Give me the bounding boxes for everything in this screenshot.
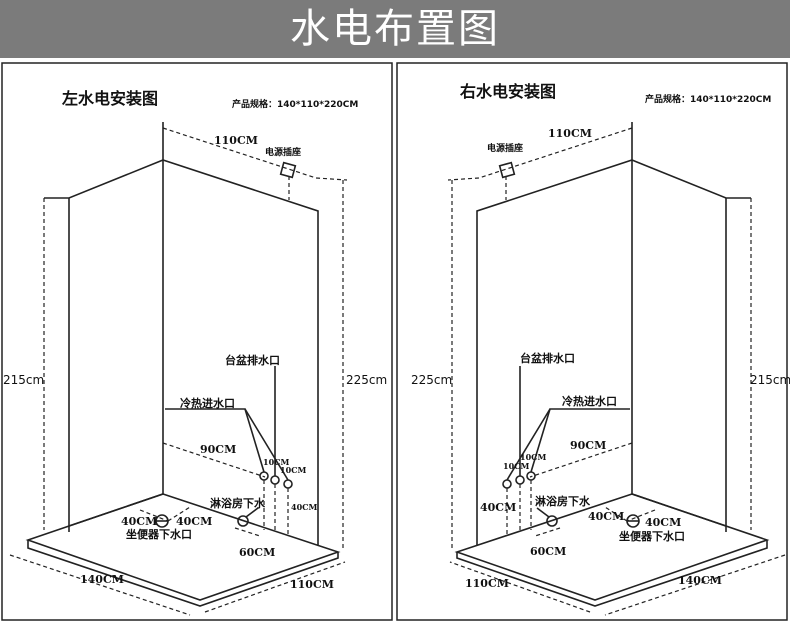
- right-inlet-height: 90CM: [570, 439, 606, 452]
- right-basin-drain: 台盆排水口: [520, 351, 575, 365]
- right-spec: 产品规格：140*110*220CM: [645, 93, 771, 105]
- left-basin-drain: 台盆排水口: [225, 353, 280, 367]
- right-shower-drain: 淋浴房下水: [535, 494, 591, 508]
- left-spacing1: 10CM: [263, 457, 290, 467]
- right-top-width: 110CM: [548, 127, 592, 140]
- right-floor-width: 110CM: [465, 577, 509, 590]
- right-title: 右水电安装图: [460, 82, 556, 101]
- left-height-left: 215cm: [3, 373, 44, 387]
- left-toilet-y: 40CM: [176, 515, 212, 528]
- right-spacing1: 10CM: [503, 461, 530, 471]
- right-spacing2: 10CM: [520, 452, 547, 462]
- left-spacing2: 10CM: [280, 465, 307, 475]
- left-spec: 产品规格：140*110*220CM: [232, 98, 358, 110]
- left-title: 左水电安装图: [61, 89, 158, 108]
- left-top-width: 110CM: [214, 134, 258, 147]
- right-shower-drawing: [447, 121, 786, 616]
- right-height-right: 215cm: [750, 373, 790, 387]
- left-shower-offset: 60CM: [239, 546, 275, 559]
- page-title: 水电布置图: [0, 0, 790, 58]
- left-toilet-x: 40CM: [121, 515, 157, 528]
- left-height-right: 225cm: [346, 373, 387, 387]
- left-shower-drain: 淋浴房下水: [210, 496, 266, 510]
- left-floor-width: 110CM: [290, 578, 334, 591]
- right-floor-length: 140CM: [678, 574, 722, 587]
- left-panel-border: [1, 62, 393, 621]
- left-pipe-height: 40CM: [291, 502, 318, 512]
- right-toilet-drain: 坐便器下水口: [619, 529, 685, 543]
- right-toilet-x: 40CM: [588, 510, 624, 523]
- right-socket-label: 电源插座: [487, 142, 523, 154]
- right-toilet-y: 40CM: [645, 516, 681, 529]
- right-height-left: 225cm: [411, 373, 452, 387]
- left-inlet-height: 90CM: [200, 443, 236, 456]
- right-pipe-height: 40CM: [480, 501, 516, 514]
- right-panel-border: [396, 62, 788, 621]
- left-toilet-drain: 坐便器下水口: [126, 527, 192, 541]
- left-floor-length: 140CM: [80, 573, 124, 586]
- left-shower-drawing: [9, 121, 348, 616]
- left-socket-label: 电源插座: [265, 146, 301, 158]
- right-water-inlet: 冷热进水口: [562, 394, 617, 408]
- left-water-inlet: 冷热进水口: [180, 396, 235, 410]
- right-shower-offset: 60CM: [530, 545, 566, 558]
